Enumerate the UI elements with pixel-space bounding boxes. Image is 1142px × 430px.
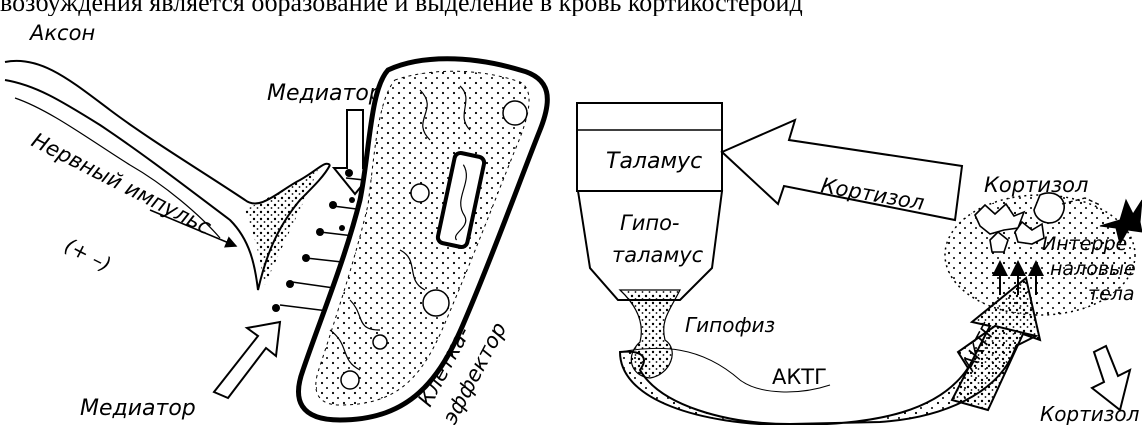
hypothalamus-label-2: таламус xyxy=(612,243,704,267)
charge-label: (+ –) xyxy=(61,233,115,277)
svg-text:Интерре: Интерре xyxy=(1042,233,1127,255)
svg-text:наловые: наловые xyxy=(1050,258,1136,280)
mediator-bottom-label: Медиатор xyxy=(80,396,196,421)
cortisol-out-arrow xyxy=(1092,346,1130,410)
mediator-bottom-arrow xyxy=(214,322,280,398)
acth-bottom-label: АКТГ xyxy=(772,365,827,389)
nerve-impulse-label: Нервный импульс xyxy=(28,128,216,240)
thalamus-label: Таламус xyxy=(606,149,702,174)
svg-text:тела: тела xyxy=(1088,283,1135,305)
pituitary-label: Гипофиз xyxy=(685,313,775,337)
mediator-top-label: Медиатор xyxy=(267,81,383,106)
cortisol-top-label: Кортизол xyxy=(984,173,1088,197)
axon-terminal xyxy=(245,170,318,285)
thalamus-box xyxy=(577,103,722,191)
hypothalamus-label-1: Гипо- xyxy=(620,211,680,235)
caption-text: возбуждения является образование и выдел… xyxy=(0,0,1142,16)
axon-label: Аксон xyxy=(28,21,95,45)
cortisol-feedback-arrow xyxy=(722,120,962,220)
cortisol-bottom-label: Кортизол xyxy=(1040,402,1140,425)
effector-cell xyxy=(298,59,547,420)
